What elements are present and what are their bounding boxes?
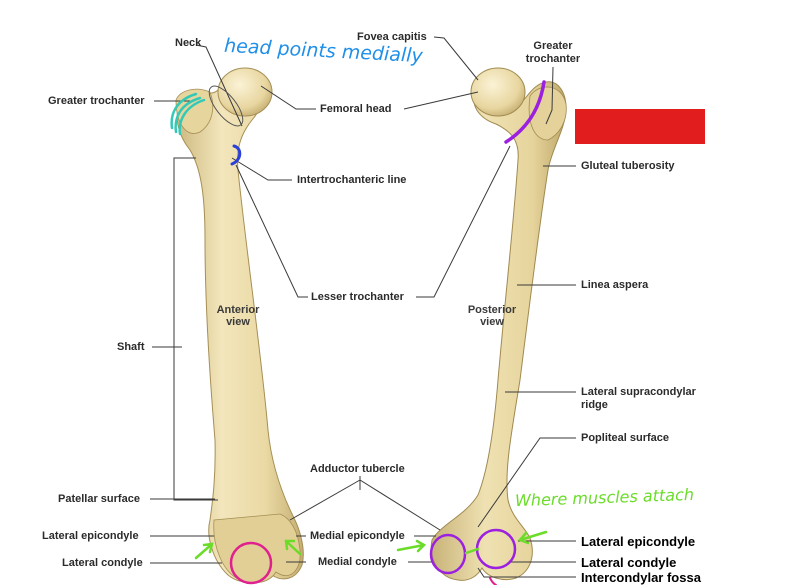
leader-fovea-capitis bbox=[433, 36, 479, 81]
label-linea-aspera: Linea aspera bbox=[581, 279, 649, 291]
purple-posterior-trochanter-mark bbox=[504, 80, 546, 144]
leader-lesser-trochanter-left bbox=[235, 164, 308, 298]
magenta-small-mark bbox=[489, 577, 497, 585]
leader-lines bbox=[150, 36, 576, 578]
label-femoral-head: Femoral head bbox=[320, 103, 392, 115]
magenta-condyle-circle bbox=[229, 541, 273, 585]
label-medial-condyle: Medial condyle bbox=[318, 556, 397, 568]
redaction-box bbox=[575, 109, 705, 144]
leader-adductor-right bbox=[359, 479, 441, 531]
label-adductor-tubercle: Adductor tubercle bbox=[310, 463, 405, 475]
purple-medial-condyle-circle bbox=[429, 533, 467, 575]
label-popliteal-surface: Popliteal surface bbox=[581, 432, 670, 444]
leader-femoral-head bbox=[260, 85, 316, 110]
green-arrow-2 bbox=[284, 539, 302, 556]
leader-adductor-left bbox=[289, 479, 361, 521]
anterior-femur bbox=[175, 67, 304, 584]
green-arrow-1 bbox=[194, 542, 214, 560]
anterior-condyles bbox=[213, 513, 301, 584]
label-greater-trochanter-left: Greater trochanter bbox=[48, 95, 145, 107]
caption-anterior-view: Anterior view bbox=[216, 304, 260, 328]
leader-femoral-head-right bbox=[403, 91, 479, 110]
label-medial-epicondyle: Medial epicondyle bbox=[310, 530, 405, 542]
leader-lesser-trochanter-right bbox=[416, 145, 511, 298]
green-arrow-3 bbox=[396, 539, 427, 553]
label-lateral-supracondylar-ridge: Lateral supracondylar ridge bbox=[581, 386, 696, 411]
label-intertrochanteric-line: Intertrochanteric line bbox=[297, 174, 407, 186]
label-greater-trochanter-right: Greater trochanter bbox=[525, 40, 581, 65]
leader-intertrochanteric bbox=[231, 157, 292, 181]
green-arrow-4 bbox=[517, 530, 548, 545]
green-arrow-5 bbox=[464, 547, 480, 555]
leader-popliteal bbox=[477, 437, 576, 528]
teal-greater-trochanter-mark bbox=[170, 92, 206, 136]
label-lateral-condyle-right: Lateral condyle bbox=[581, 555, 677, 570]
posterior-femur-body bbox=[430, 79, 567, 581]
label-neck: Neck bbox=[175, 37, 202, 49]
label-lesser-trochanter: Lesser trochanter bbox=[311, 291, 404, 303]
label-shaft: Shaft bbox=[117, 341, 145, 353]
label-lateral-condyle-left: Lateral condyle bbox=[62, 557, 143, 569]
leader-greater-trochanter-right bbox=[545, 66, 554, 125]
neck-outline-mark bbox=[208, 85, 244, 127]
student-markup bbox=[170, 80, 548, 585]
posterior-femur bbox=[430, 67, 567, 581]
blue-intertrochanteric-mark bbox=[230, 144, 242, 166]
shaft-bracket bbox=[173, 157, 218, 501]
label-patellar-surface: Patellar surface bbox=[58, 493, 140, 505]
label-gluteal-tuberosity: Gluteal tuberosity bbox=[581, 160, 675, 172]
leader-neck bbox=[195, 44, 243, 127]
label-intercondylar-fossa: Intercondylar fossa bbox=[581, 570, 701, 585]
label-lateral-epicondyle-right: Lateral epicondyle bbox=[581, 534, 696, 549]
posterior-femoral-head bbox=[470, 67, 526, 117]
label-fovea-capitis: Fovea capitis bbox=[357, 31, 427, 43]
leader-intercondylar-fossa bbox=[477, 567, 576, 578]
label-lateral-epicondyle-left: Lateral epicondyle bbox=[42, 530, 139, 542]
caption-posterior-view: Posterior view bbox=[467, 304, 517, 328]
